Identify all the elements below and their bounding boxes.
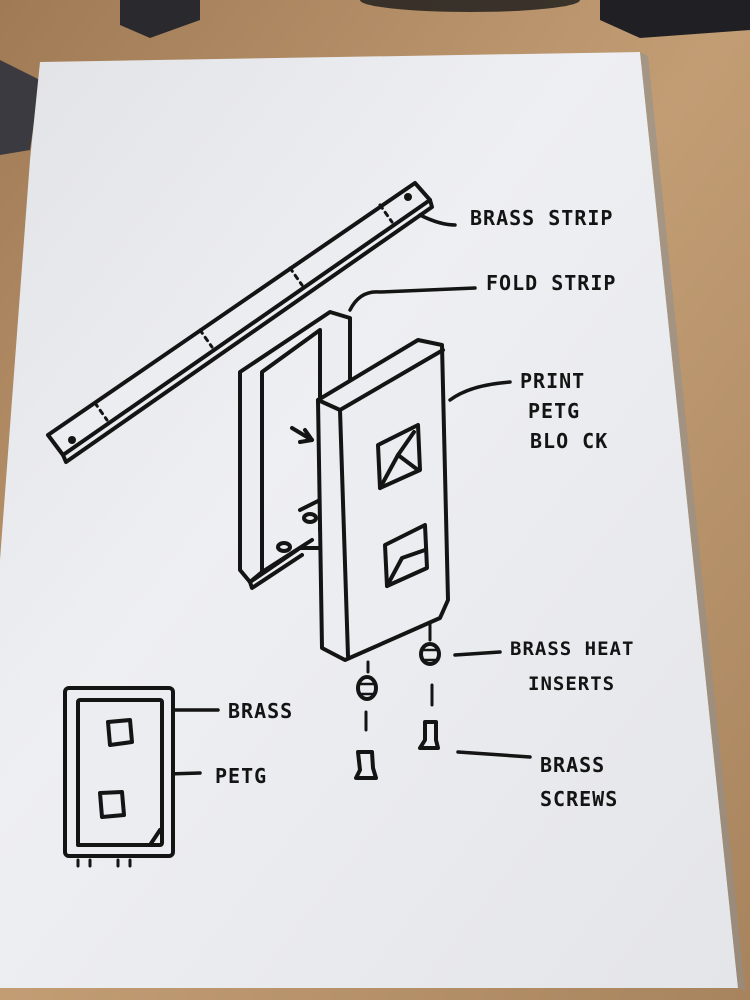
label-block: BLO CK <box>530 429 608 453</box>
label-inserts: INSERTS <box>528 673 615 695</box>
desk-object-top-right <box>600 0 750 38</box>
desk-object-top <box>120 0 200 38</box>
label-brass-screws-2: SCREWS <box>540 787 618 811</box>
petg-block-drawing <box>290 338 450 662</box>
label-fold-strip: FOLD STRIP <box>486 271 616 295</box>
label-brass-heat: BRASS HEAT <box>510 638 634 660</box>
screw-drawing <box>354 720 440 780</box>
label-brass-screws-1: BRASS <box>540 753 605 777</box>
label-petg: PETG <box>528 399 580 423</box>
legend-label-brass: BRASS <box>228 699 293 723</box>
legend-label-petg: PETG <box>215 764 267 788</box>
label-brass-strip: BRASS STRIP <box>470 206 613 230</box>
label-print: PRINT <box>520 369 585 393</box>
paper-shadow-edge <box>640 52 745 990</box>
brass-strip-drawing <box>46 181 434 464</box>
desk-object-shadow <box>360 0 580 12</box>
legend-block-drawing <box>63 686 175 868</box>
assembly-dashes <box>364 620 434 732</box>
desk-object-left <box>0 60 40 155</box>
heat-insert-drawing <box>356 642 441 701</box>
